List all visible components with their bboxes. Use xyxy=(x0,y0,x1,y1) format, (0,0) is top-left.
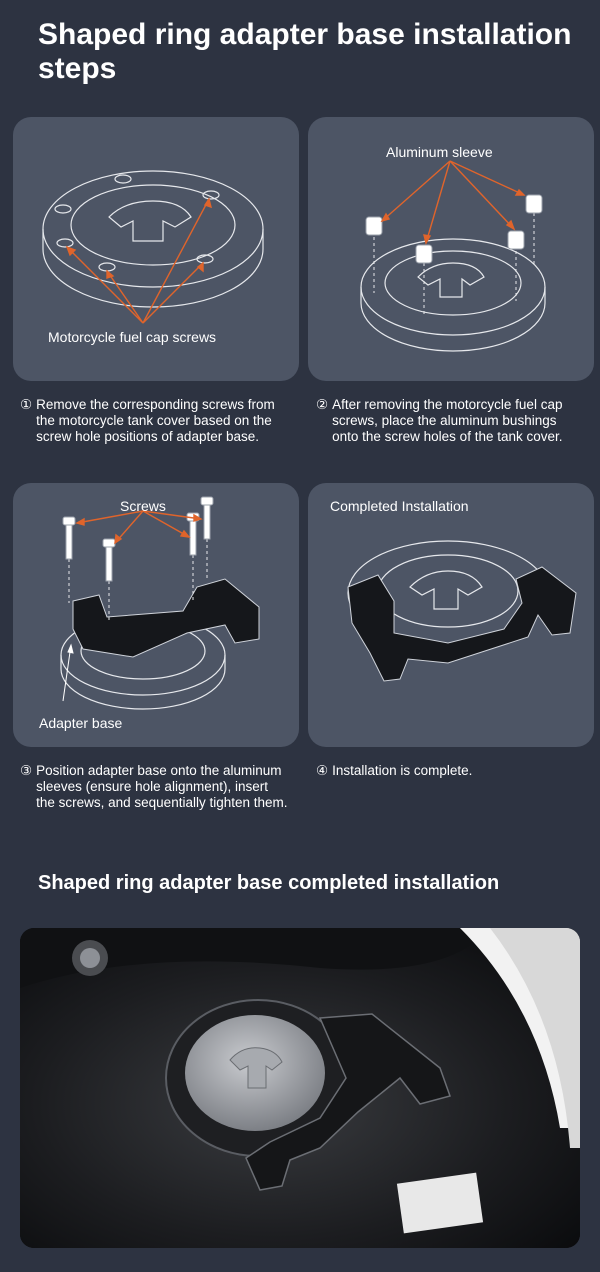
step-3-number: ③ xyxy=(20,763,33,778)
step-4-caption: ④ Installation is complete. xyxy=(316,763,584,779)
step-4-text: Installation is complete. xyxy=(332,763,473,778)
adapter-base-label: Adapter base xyxy=(39,715,123,731)
step-3-text: Position adapter base onto the aluminum … xyxy=(36,763,288,810)
step-2-illustration: Aluminum sleeve xyxy=(308,117,594,381)
step-3-illustration: Screws Adapter base xyxy=(13,483,299,747)
completed-installation-label: Completed Installation xyxy=(330,498,469,514)
step-4-number: ④ xyxy=(316,763,329,778)
step-1-number: ① xyxy=(20,397,33,412)
fuel-cap-diagram xyxy=(42,170,264,324)
step-2-number: ② xyxy=(316,397,329,412)
screws-label: Screws xyxy=(120,498,166,514)
step-1-illustration: Motorcycle fuel cap screws xyxy=(13,117,299,381)
step-2-text: After removing the motorcycle fuel cap s… xyxy=(332,397,563,444)
page-title: Shaped ring adapter base installation st… xyxy=(38,18,572,85)
installed-product-photo xyxy=(20,928,580,1248)
aluminum-sleeve-label: Aluminum sleeve xyxy=(386,144,493,160)
completed-section-title: Shaped ring adapter base completed insta… xyxy=(38,872,500,894)
completed-installation-diagram xyxy=(347,540,577,682)
step-4-illustration: Completed Installation xyxy=(308,483,594,747)
step-1-text: Remove the corresponding screws from the… xyxy=(36,397,275,444)
adapter-base-diagram xyxy=(60,496,260,710)
step-2-caption: ② After removing the motorcycle fuel cap… xyxy=(316,397,584,445)
fuel-cap-screws-label: Motorcycle fuel cap screws xyxy=(48,329,217,345)
motorcycle-tank-photo xyxy=(20,928,580,1248)
step-3-caption: ③ Position adapter base onto the aluminu… xyxy=(20,763,288,811)
aluminum-sleeve-diagram xyxy=(360,160,546,352)
step-1-caption: ① Remove the corresponding screws from t… xyxy=(20,397,288,445)
